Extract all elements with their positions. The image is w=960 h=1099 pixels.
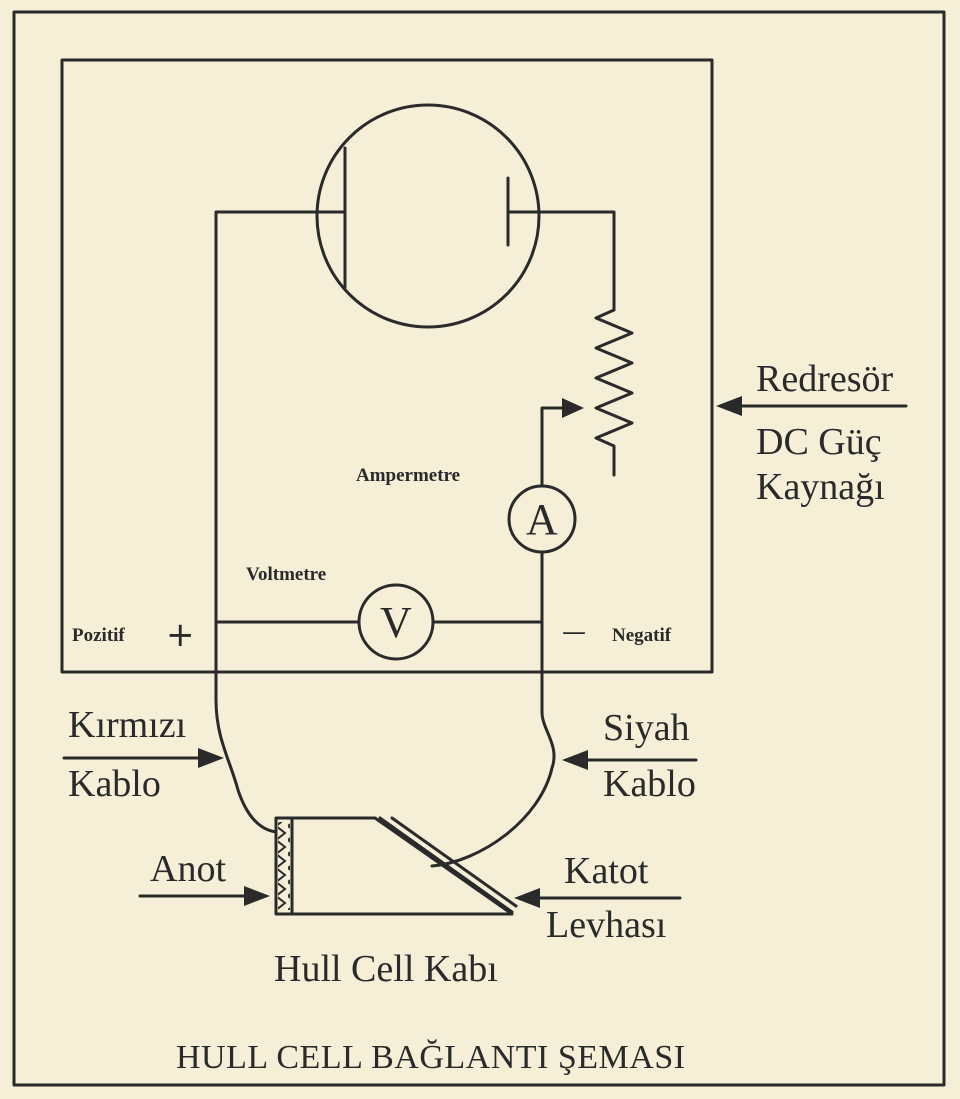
hull-cell-vessel <box>274 816 514 916</box>
negative-label: Negatif <box>612 625 672 646</box>
red-cable <box>214 670 278 834</box>
wire-resistor-top <box>506 210 616 312</box>
rectifier-label-line3: Kaynağı <box>756 466 885 508</box>
resistor-wiper <box>540 406 568 480</box>
cathode-plate-b <box>390 816 518 908</box>
anode-arrowhead <box>244 886 270 906</box>
cathode-label-line1: Katot <box>564 850 649 892</box>
black-cable <box>430 670 556 868</box>
voltmeter-label: Voltmetre <box>246 564 327 585</box>
rectifier-tube <box>315 103 541 329</box>
black-cable-arrowhead <box>562 750 588 770</box>
hull-cell-label: Hull Cell Kabı <box>274 948 498 990</box>
black-cable-label-line2: Kablo <box>603 763 696 805</box>
anode-plate <box>278 822 290 910</box>
variable-resistor <box>594 308 634 477</box>
red-cable-label-line2: Kablo <box>68 763 161 805</box>
positive-sign: + <box>166 615 195 655</box>
cathode-label-line2: Levhası <box>546 904 667 946</box>
rectifier-label-line1: Redresör <box>756 358 894 400</box>
red-cable-arrowhead <box>198 748 224 768</box>
cathode-plate-a <box>378 816 514 914</box>
negative-sign: — <box>562 618 586 646</box>
ammeter-symbol: A <box>526 495 558 544</box>
outer-frame <box>12 10 946 1087</box>
rectifier-arrowhead <box>716 396 742 416</box>
black-cable-label-line1: Siyah <box>603 707 690 749</box>
anode-label: Anot <box>150 848 226 890</box>
wiper-arrowhead <box>562 398 584 418</box>
voltmeter-symbol: V <box>380 598 412 647</box>
wire-positive <box>214 210 347 674</box>
positive-label: Pozitif <box>72 625 125 646</box>
ammeter-label: Ampermetre <box>356 465 461 486</box>
diagram-title: HULL CELL BAĞLANTI ŞEMASI <box>176 1039 686 1076</box>
cathode-arrowhead <box>514 888 540 908</box>
rectifier-label-line2: DC Güç <box>756 421 882 463</box>
red-cable-label-line1: Kırmızı <box>68 704 187 746</box>
rectifier-box <box>60 58 714 674</box>
